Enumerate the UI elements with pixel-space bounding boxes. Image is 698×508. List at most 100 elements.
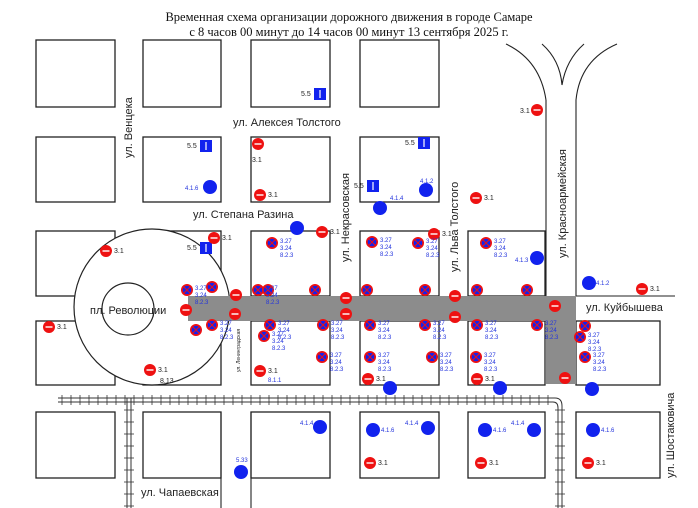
- no-entry-sign-icon: [364, 457, 376, 469]
- no-entry-sign-icon: [471, 373, 483, 385]
- street-label-chapaevskaya: ул. Чапаевская: [141, 487, 219, 499]
- sign-code: 8.2.3: [378, 335, 392, 341]
- sign-code: 4.1.2: [420, 179, 434, 185]
- sign-code: 3.27: [380, 238, 392, 244]
- no-stopping-sign-icon: [480, 237, 492, 249]
- street-label-nekrasovskaya: ул. Некрасовская: [340, 173, 352, 262]
- sign-code: 3.27: [220, 321, 232, 327]
- sign-code: 3.27: [280, 239, 292, 245]
- one-way-sign-icon: [418, 137, 430, 149]
- no-entry-sign-icon: [636, 283, 648, 295]
- street-label-lva-tolstogo: ул. Льва Толстого: [449, 182, 461, 272]
- sign-code: 3.24: [485, 328, 497, 334]
- sign-code: 3.24: [588, 340, 600, 346]
- no-stopping-sign-icon: [206, 281, 218, 293]
- sign-code: 8.2.3: [433, 335, 447, 341]
- tram-rails: [58, 395, 565, 508]
- sign-code: 3.1: [596, 460, 606, 467]
- sign-code: 5.5: [405, 140, 415, 147]
- sign-code: 8.2.3: [484, 367, 498, 373]
- sign-code: 8.2.3: [545, 335, 559, 341]
- street-label-shostakovicha: ул. Шостаковича: [665, 392, 677, 478]
- no-entry-sign-icon: [531, 104, 543, 116]
- no-entry-sign-icon: [362, 373, 374, 385]
- no-entry-sign-icon: [229, 308, 241, 320]
- sign-code: 3.24: [484, 360, 496, 366]
- no-stopping-sign-icon: [426, 351, 438, 363]
- city-block: [35, 411, 116, 479]
- sign-code: 4.1.6: [185, 186, 199, 192]
- no-stopping-sign-icon: [309, 284, 321, 296]
- sign-code: 8.2.3: [331, 335, 345, 341]
- street-label-kuybysheva: ул. Куйбышева: [586, 302, 664, 314]
- sign-code: 3.27: [278, 321, 290, 327]
- sign-code: 3.24: [545, 328, 557, 334]
- sign-code: 3.1: [650, 286, 660, 293]
- road-sign-labels: 5.55.55.55.55.53.13.13.13.13.13.13.13.13…: [57, 91, 660, 467]
- mandatory-direction-sign-icon: [582, 276, 596, 290]
- no-entry-sign-icon: [340, 308, 352, 320]
- one-way-sign-icon: [367, 180, 379, 192]
- mandatory-direction-sign-icon: [586, 423, 600, 437]
- map-title-line1: Временная схема организации дорожного дв…: [165, 10, 533, 24]
- city-block: [575, 320, 661, 386]
- sign-code: 8.2.3: [378, 367, 392, 373]
- sign-code: 3.1: [114, 248, 124, 255]
- sign-code: 8.13: [160, 378, 174, 385]
- mandatory-direction-sign-icon: [585, 382, 599, 396]
- mandatory-direction-sign-icon: [421, 421, 435, 435]
- sign-code: 8.2.3: [593, 367, 607, 373]
- no-entry-sign-icon: [316, 226, 328, 238]
- sign-code: 8.2.3: [494, 253, 508, 259]
- sign-code: 8.2.3: [380, 252, 394, 258]
- sign-code: 3.27: [440, 353, 452, 359]
- sign-code: 3.27: [331, 321, 343, 327]
- one-way-sign-icon: [200, 242, 212, 254]
- sign-code: 3.1: [268, 192, 278, 199]
- street-label-alekseya-tolstogo: ул. Алексея Толстого: [233, 117, 341, 129]
- mandatory-direction-sign-icon: [478, 423, 492, 437]
- sign-code: 8.2.3: [440, 367, 454, 373]
- no-stopping-sign-icon: [206, 319, 218, 331]
- no-entry-sign-icon: [340, 292, 352, 304]
- sign-code: 4.1.4: [511, 421, 525, 427]
- no-stopping-sign-icon: [521, 284, 533, 296]
- sign-code: 8.2.3: [426, 253, 440, 259]
- city-block: [142, 411, 222, 479]
- sign-code: 3.1: [376, 376, 386, 383]
- sign-code: 3.24: [195, 293, 207, 299]
- sign-code: 3.24: [266, 293, 278, 299]
- sign-code: 3.24: [593, 360, 605, 366]
- mandatory-direction-sign-icon: [234, 465, 248, 479]
- city-block: [467, 320, 546, 386]
- no-stopping-sign-icon: [412, 237, 424, 249]
- sign-code: 3.27: [433, 321, 445, 327]
- rail-line: [58, 401, 559, 508]
- mandatory-direction-sign-icon: [527, 423, 541, 437]
- no-entry-sign-icon: [428, 228, 440, 240]
- no-entry-sign-icon: [144, 364, 156, 376]
- no-stopping-sign-icon: [266, 237, 278, 249]
- sign-code: 8.2.3: [272, 346, 286, 352]
- no-stopping-sign-icon: [317, 319, 329, 331]
- sign-code: 3.27: [545, 321, 557, 327]
- sign-code: 3.1: [158, 367, 168, 374]
- sign-code: 3.27: [485, 321, 497, 327]
- no-stopping-sign-icon: [364, 319, 376, 331]
- no-entry-sign-icon: [559, 372, 571, 384]
- no-stopping-sign-icon: [361, 284, 373, 296]
- no-entry-sign-icon: [43, 321, 55, 333]
- no-entry-sign-icon: [208, 232, 220, 244]
- sign-code: 8.2.3: [266, 300, 280, 306]
- sign-code: 5.33: [236, 458, 248, 464]
- sign-code: 3.1: [442, 231, 452, 238]
- sign-code: 3.27: [426, 239, 438, 245]
- sign-code: 8.2.3: [220, 335, 234, 341]
- no-entry-sign-icon: [582, 457, 594, 469]
- no-stopping-sign-icon: [252, 284, 264, 296]
- sign-code: 8.2.3: [280, 253, 294, 259]
- sign-code: 4.1.6: [601, 428, 615, 434]
- sign-code: 3.27: [494, 239, 506, 245]
- rail-line: [58, 397, 563, 508]
- no-stopping-sign-icon: [316, 351, 328, 363]
